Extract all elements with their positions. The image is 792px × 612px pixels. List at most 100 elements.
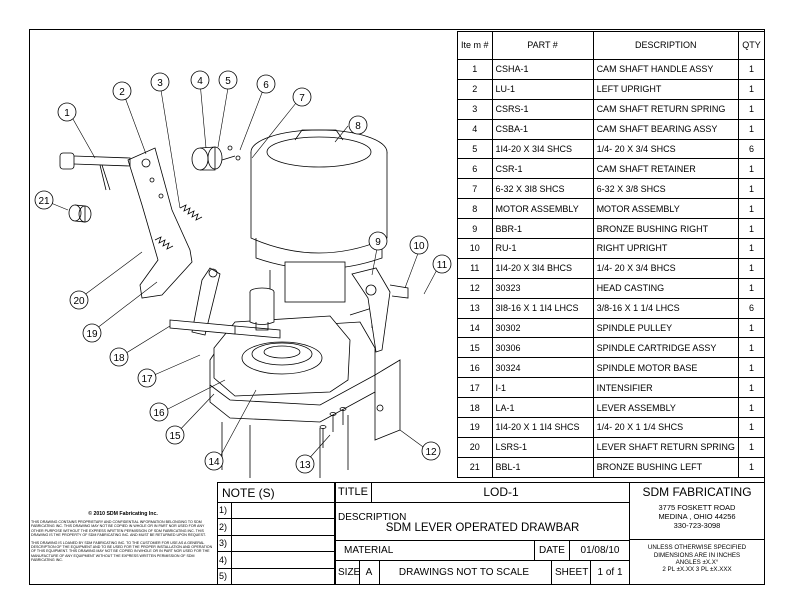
bom-quantity: 1 [737, 456, 766, 478]
bom-quantity: 6 [737, 297, 766, 319]
date-label: DATE [539, 545, 565, 556]
balloon-item-3: 3 [150, 72, 170, 92]
svg-text:21: 21 [38, 196, 50, 207]
balloon-item-16: 16 [149, 402, 169, 422]
bom-quantity: 1 [737, 118, 766, 140]
svg-text:14: 14 [208, 457, 220, 468]
svg-text:15: 15 [169, 431, 181, 442]
company-address-line2: MEDINA , OHIO 44256 [658, 512, 736, 521]
bom-quantity: 1 [737, 257, 766, 279]
sheet-value-divider [590, 560, 591, 585]
bom-part-number: 1I4-20 X 3I4 BHCS [491, 257, 594, 279]
bom-quantity: 1 [737, 178, 766, 200]
bom-description: CAM SHAFT RETURN SPRING [592, 98, 739, 120]
bom-description: CAM SHAFT RETAINER [592, 158, 739, 180]
balloon-item-14: 14 [204, 451, 224, 471]
balloon-item-7: 7 [292, 87, 312, 107]
bom-part-number: LU-1 [491, 78, 594, 100]
bom-description: SPINDLE CARTRIDGE ASSY [592, 337, 739, 359]
bom-item-number: 17 [457, 377, 493, 399]
bom-item-number: 20 [457, 436, 493, 458]
description-label: DESCRIPTION [338, 512, 407, 523]
bom-description: CAM SHAFT BEARING ASSY [592, 118, 739, 140]
bom-item-number: 13 [457, 297, 493, 319]
bom-description: 6-32 X 3/8 SHCS [592, 178, 739, 200]
company-phone: 330-723-3098 [673, 521, 721, 530]
bom-part-number: CSR-1 [491, 158, 594, 180]
bom-description: SPINDLE PULLEY [592, 317, 739, 339]
bom-part-number: 1I4-20 X 1 1I4 SHCS [491, 417, 594, 438]
balloon-item-8: 8 [348, 115, 368, 135]
tolerance-line4: 2 PL ±X.XX 3 PL ±X.XXX [662, 566, 732, 573]
bom-part-number: BBR-1 [491, 218, 594, 240]
svg-text:9: 9 [375, 237, 381, 248]
balloon-item-13: 13 [295, 454, 315, 474]
balloon-item-19: 19 [82, 323, 102, 343]
bom-description: BRONZE BUSHING RIGHT [592, 218, 739, 240]
balloon-item-4: 4 [190, 70, 210, 90]
balloon-item-15: 15 [165, 425, 185, 445]
svg-text:10: 10 [413, 241, 425, 252]
size-value: A [365, 567, 373, 578]
bom-item-number: 6 [457, 158, 493, 180]
bom-quantity: 6 [737, 138, 766, 160]
bom-header-part: PART # [491, 31, 594, 60]
legal-paragraph-1: THIS DRAWING CONTAINS PROPRIETARY AND CO… [31, 520, 206, 538]
tolerance-box [629, 539, 765, 585]
bom-description: 1/4- 20 X 3/4 BHCS [592, 257, 739, 279]
balloon-item-11: 11 [432, 254, 452, 274]
bom-part-number: 6-32 X 3I8 SHCS [491, 178, 594, 200]
svg-text:20: 20 [73, 296, 85, 307]
bom-description: RIGHT UPRIGHT [592, 238, 739, 259]
description-value: SDM LEVER OPERATED DRAWBAR [385, 522, 580, 534]
sheet-value: 1 of 1 [597, 567, 623, 578]
balloon-item-21: 21 [34, 190, 54, 210]
bom-part-number: 1I4-20 X 3I4 SHCS [491, 138, 594, 160]
notes-box [217, 482, 335, 585]
bom-description: CAM SHAFT HANDLE ASSY [592, 59, 739, 80]
svg-text:6: 6 [263, 80, 269, 91]
note-number-2: 2) [219, 522, 228, 532]
date-value: 01/08/10 [580, 545, 620, 556]
balloon-item-1: 1 [57, 102, 77, 122]
svg-text:1: 1 [64, 108, 70, 119]
notes-divider [217, 568, 335, 569]
size-divider [359, 560, 360, 585]
bom-quantity: 1 [737, 417, 766, 438]
scale-text: DRAWINGS NOT TO SCALE [398, 567, 530, 578]
sheet-label: SHEET [555, 567, 589, 578]
spindle-motor-base [213, 315, 351, 397]
bom-quantity: 1 [737, 377, 766, 399]
legal-paragraph-2: THIS DRAWING IS LOANED BY SDM FABRICATIN… [31, 540, 213, 563]
bom-quantity: 1 [737, 317, 766, 339]
bom-quantity: 1 [737, 98, 766, 120]
notes-divider [217, 535, 335, 536]
cam-shaft-return-spring [179, 204, 203, 221]
bom-item-number: 9 [457, 218, 493, 240]
bom-quantity: 1 [737, 436, 766, 458]
bom-part-number: 30323 [491, 277, 594, 299]
cam-shaft-handle [59, 152, 131, 191]
bom-item-number: 7 [457, 178, 493, 200]
bom-part-number: 30306 [491, 337, 594, 359]
balloon-item-6: 6 [256, 74, 276, 94]
bom-part-number: LSRS-1 [491, 436, 594, 458]
bom-quantity: 1 [737, 59, 766, 80]
date-divider [569, 540, 570, 561]
bom-part-number: CSRS-1 [491, 98, 594, 120]
notes-divider [217, 551, 335, 552]
bom-item-number: 11 [457, 257, 493, 279]
svg-text:7: 7 [299, 93, 305, 104]
tolerance-line3: ANGLES ±X.X° [675, 559, 719, 566]
bom-quantity: 1 [737, 158, 766, 180]
